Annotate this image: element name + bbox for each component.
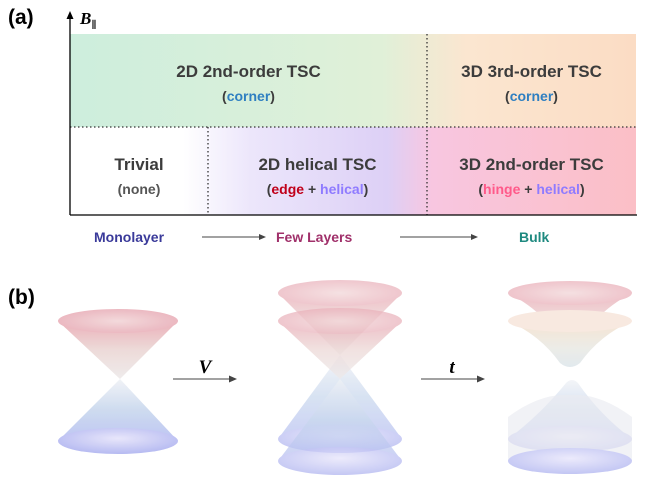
- region-top-right: 3D 3rd-order TSC (corner): [427, 62, 636, 104]
- region-top-left: 2D 2nd-order TSC (corner): [70, 62, 427, 104]
- region-bottom-bg: [70, 127, 636, 215]
- region-bottom-right: 3D 2nd-order TSC (hinge + helical): [427, 155, 636, 197]
- lower-cone-cap: [58, 428, 178, 454]
- region-bottom-left: Trivial (none): [70, 155, 208, 197]
- upper-cone-cap: [58, 309, 178, 333]
- plus-sign: +: [520, 181, 537, 197]
- y-axis-label: B∥: [79, 9, 97, 31]
- arrow-t-label: t: [449, 357, 455, 378]
- lower-cone-front-cap: [278, 447, 402, 475]
- upper-band-front-cap: [508, 310, 632, 332]
- plus-sign: +: [304, 181, 321, 197]
- lower-band-front: [508, 394, 632, 461]
- bulk-label: Bulk: [519, 229, 550, 245]
- band-cones-diagram: V t: [58, 280, 632, 475]
- hinge-label: hinge: [483, 181, 521, 197]
- region-subtitle: (none): [117, 181, 161, 197]
- gapped-cone: [508, 281, 632, 474]
- paren-close: ): [270, 88, 275, 104]
- arrow-v-label: V: [199, 357, 213, 378]
- region-subtitle: (edge + helical): [208, 181, 427, 197]
- upper-cone: [58, 321, 178, 379]
- region-title: 2D helical TSC: [258, 155, 377, 174]
- region-top-bg: [70, 34, 636, 127]
- region-subtitle: (corner): [70, 88, 427, 104]
- corner-label: corner: [509, 88, 554, 104]
- panel-b-label: (b): [8, 286, 35, 309]
- corner-label: corner: [226, 88, 271, 104]
- region-title: 3D 2nd-order TSC: [459, 155, 604, 174]
- upper-band-back-cap: [508, 281, 632, 305]
- upper-cone-front-cap: [278, 308, 402, 334]
- paren-close: ): [363, 181, 369, 197]
- paren-open: (: [478, 181, 484, 197]
- lower-band-front-cap: [508, 448, 632, 474]
- paren-close: ): [553, 88, 558, 104]
- upper-cone-front: [278, 321, 402, 379]
- upper-band-front: [508, 321, 632, 367]
- arrow-t-head: [477, 375, 485, 383]
- lower-cone-front: [278, 379, 402, 461]
- few-layers-label: Few Layers: [276, 229, 353, 245]
- paren-open: (: [505, 88, 510, 104]
- paren-close: ): [579, 181, 585, 197]
- progress-arrow-2-head: [471, 234, 478, 240]
- phase-diagram: B∥: [66, 9, 637, 240]
- monolayer-label: Monolayer: [94, 229, 165, 245]
- double-dirac-cone-front: [278, 308, 402, 475]
- progress-arrow-1-head: [259, 234, 266, 240]
- arrow-v-head: [229, 375, 237, 383]
- edge-label: edge: [271, 181, 305, 197]
- region-title: Trivial: [114, 155, 164, 174]
- region-title: 2D 2nd-order TSC: [176, 62, 321, 81]
- region-title: 3D 3rd-order TSC: [461, 62, 602, 81]
- upper-cone-back-cap: [278, 280, 402, 306]
- helical-label: helical: [320, 181, 364, 197]
- region-subtitle: (corner): [427, 88, 636, 104]
- paren-open: (: [222, 88, 227, 104]
- paren-open: (: [266, 181, 272, 197]
- single-dirac-cone: [58, 309, 178, 454]
- lower-cone: [58, 379, 178, 441]
- helical-label: helical: [536, 181, 580, 197]
- region-subtitle: (hinge + helical): [427, 181, 636, 197]
- y-axis-arrowhead: [66, 11, 74, 19]
- panel-a-label: (a): [8, 6, 34, 29]
- region-bottom-mid: 2D helical TSC (edge + helical): [208, 155, 427, 197]
